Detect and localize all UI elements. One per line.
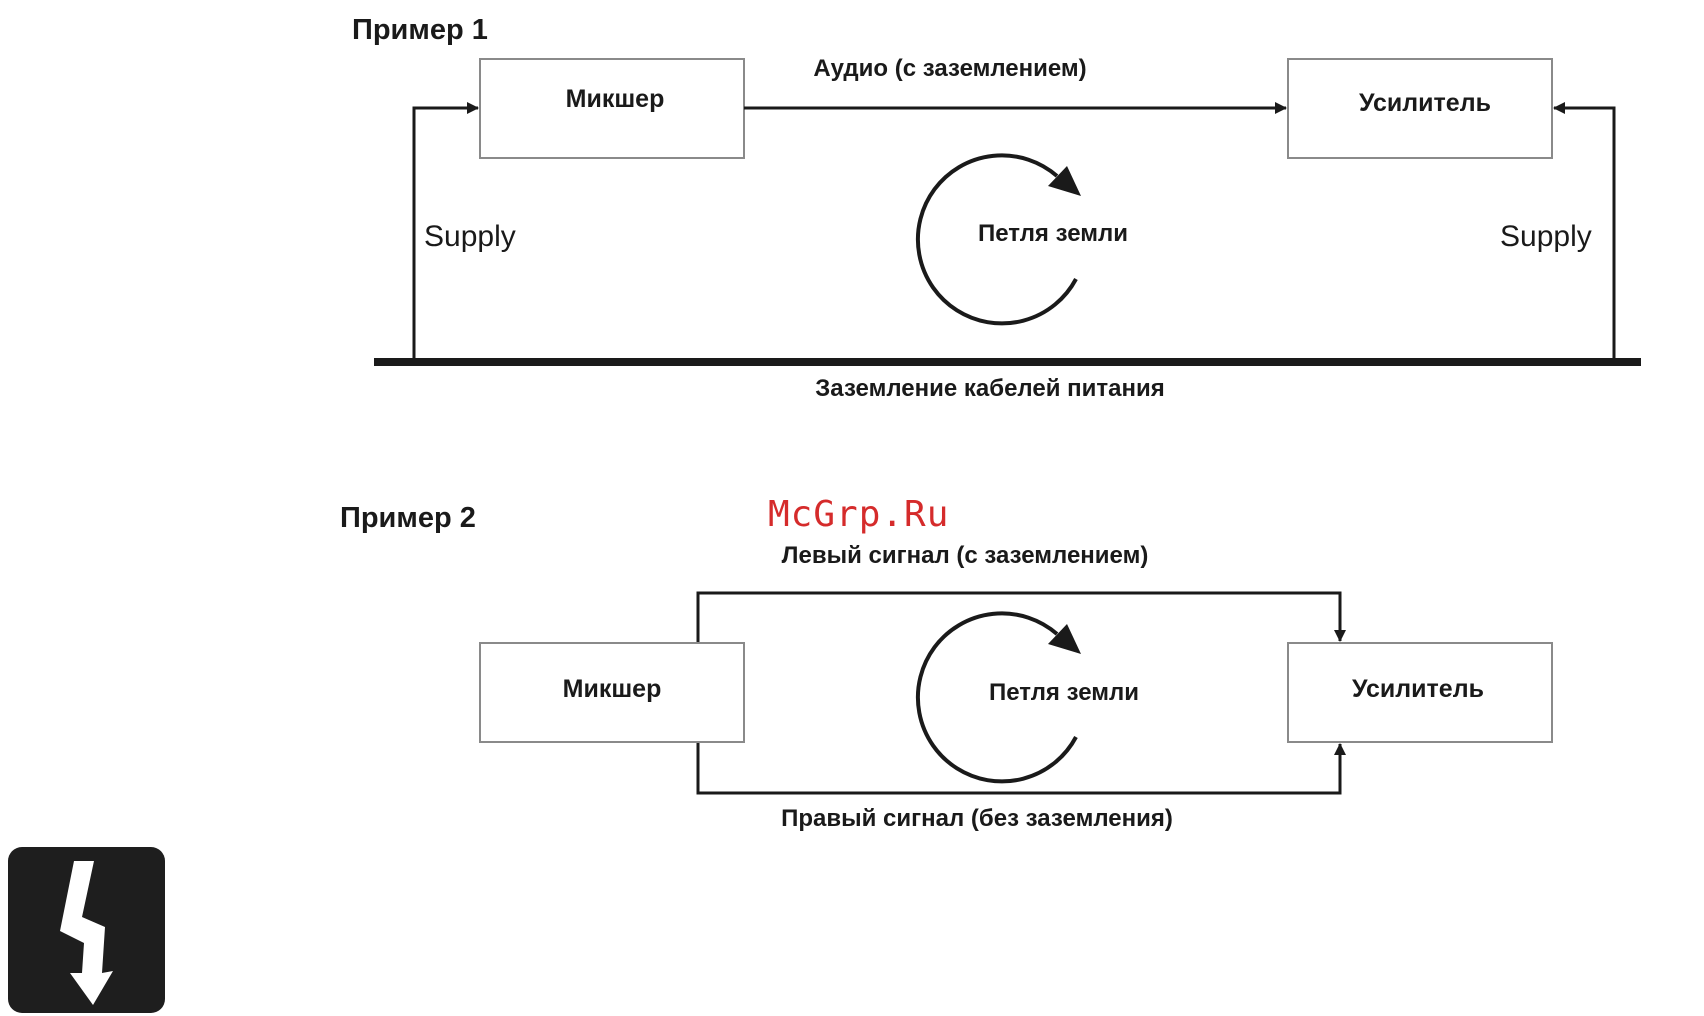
example-1-heading: Пример 1: [352, 14, 488, 47]
audio-label: Аудио (с заземлением): [813, 55, 1086, 82]
supply-label-right: Supply: [1500, 220, 1592, 253]
example-2-heading: Пример 2: [340, 502, 476, 535]
loop-label-2: Петля земли: [989, 679, 1139, 706]
amplifier-label-1: Усилитель: [1359, 89, 1491, 117]
example-2: Микшер Усилитель Левый сигнал (с заземле…: [480, 542, 1552, 832]
ground-label: Заземление кабелей питания: [815, 375, 1164, 402]
right-signal-label: Правый сигнал (без заземления): [781, 805, 1173, 832]
watermark: McGrp.Ru: [768, 494, 949, 535]
right-signal-line: [698, 743, 1340, 793]
example-1: Микшер Усилитель Аудио (с заземлением) S…: [374, 55, 1641, 402]
lightning-bolt-icon: [8, 847, 165, 1013]
loop-label-1: Петля земли: [978, 220, 1128, 247]
mixer-label-2: Микшер: [563, 675, 662, 703]
left-signal-line: [698, 593, 1340, 642]
amplifier-label-2: Усилитель: [1352, 675, 1484, 703]
left-signal-label: Левый сигнал (с заземлением): [782, 542, 1149, 569]
supply-label-left: Supply: [424, 220, 516, 253]
mixer-label-1: Микшер: [566, 85, 665, 113]
